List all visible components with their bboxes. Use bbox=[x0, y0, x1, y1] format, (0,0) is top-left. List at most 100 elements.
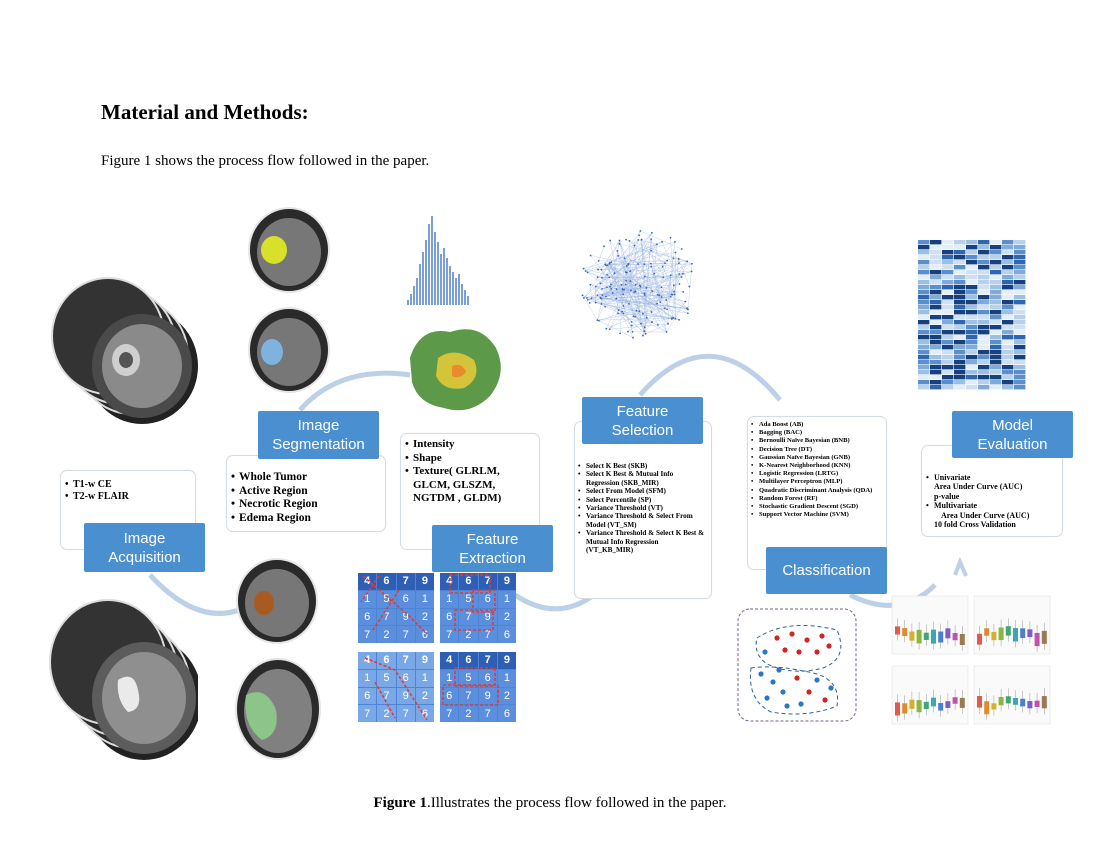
brain-whole-tumor bbox=[248, 207, 330, 293]
list-item: Shape bbox=[405, 452, 529, 466]
list-item: Select Percentile (SP) bbox=[578, 496, 706, 505]
list-item: Ada Boost (AB) bbox=[751, 421, 881, 429]
intensity-histogram-icon bbox=[407, 216, 469, 305]
list-item: Edema Region bbox=[231, 512, 385, 526]
list-item: Bernoulli Naïve Bayesian (BNB) bbox=[751, 437, 881, 445]
grid-cell: 7 bbox=[396, 705, 415, 722]
grid-cell: 6 bbox=[478, 590, 497, 608]
list-item: T2-w FLAIR bbox=[65, 491, 195, 503]
stage-classification: Classification bbox=[766, 547, 887, 594]
list-item: Active Region bbox=[231, 485, 385, 499]
tumor-shape-3d-icon bbox=[410, 329, 501, 411]
grid-cell: 7 bbox=[440, 705, 459, 722]
list-item: K-Nearest Neighborhood (KNN) bbox=[751, 462, 881, 470]
grid-cell: 7 bbox=[459, 687, 478, 705]
classification-scatter-icon bbox=[737, 608, 857, 722]
list-item: Gaussian Naïve Bayesian (GNB) bbox=[751, 454, 881, 462]
list-item: Stochastic Gradient Descent (SGD) bbox=[751, 503, 881, 511]
list-item: Variance Threshold & Select From Model (… bbox=[578, 512, 706, 529]
grid-cell: 6 bbox=[497, 705, 516, 722]
grid-cell: 6 bbox=[396, 669, 415, 687]
grid-cell: 1 bbox=[358, 669, 377, 687]
grid-cell: 6 bbox=[377, 652, 396, 669]
grid-cell: 9 bbox=[478, 687, 497, 705]
grid-cell: 9 bbox=[396, 608, 415, 626]
brain-necrotic-region bbox=[236, 558, 318, 644]
grid-cell: 4 bbox=[440, 573, 459, 590]
list-item: T1-w CE bbox=[65, 479, 195, 491]
list-item: Multilayer Perceptron (MLP) bbox=[751, 478, 881, 486]
caption-label: Figure 1 bbox=[373, 795, 427, 811]
grid-cell: 1 bbox=[358, 590, 377, 608]
grid-cell: 7 bbox=[377, 687, 396, 705]
stage-label: Image bbox=[123, 529, 166, 547]
list-item: Intensity bbox=[405, 438, 529, 452]
grid-cell: 7 bbox=[478, 705, 497, 722]
grid-cell: 9 bbox=[497, 573, 516, 590]
extraction-list: Intensity Shape Texture( GLRLM, GLCM, GL… bbox=[405, 438, 529, 506]
stage-label: Acquisition bbox=[108, 548, 181, 566]
list-item: Texture( GLRLM, GLCM, GLSZM, NGTDM , GLD… bbox=[405, 465, 529, 506]
grid-cell: 9 bbox=[497, 652, 516, 669]
intro-paragraph: Figure 1 shows the process flow followed… bbox=[101, 153, 430, 169]
stage-label: Classification bbox=[782, 562, 871, 579]
grid-cell: 9 bbox=[415, 652, 434, 669]
grid-cell: 2 bbox=[415, 608, 434, 626]
grid-cell: 7 bbox=[478, 573, 497, 590]
stage-label: Feature bbox=[616, 402, 669, 420]
grid-cell: 6 bbox=[396, 590, 415, 608]
segmentation-box: Whole Tumor Active Region Necrotic Regio… bbox=[226, 455, 386, 532]
grid-cell: 6 bbox=[459, 573, 478, 590]
grid-cell: 6 bbox=[478, 669, 497, 687]
mri-stack-t1 bbox=[51, 277, 198, 424]
grid-cell: 1 bbox=[497, 590, 516, 608]
evaluation-box: •Univariate Area Under Curve (AUC) p-val… bbox=[921, 445, 1063, 537]
grid-cell: 2 bbox=[459, 705, 478, 722]
segmentation-list: Whole Tumor Active Region Necrotic Regio… bbox=[231, 471, 385, 525]
grid-cell: 7 bbox=[396, 573, 415, 590]
stage-label: Evaluation bbox=[977, 435, 1048, 453]
list-item: Area Under Curve (AUC) bbox=[941, 510, 1030, 520]
list-item-text: Multivariate bbox=[934, 501, 978, 511]
list-item: Decision Tree (DT) bbox=[751, 446, 881, 454]
grid-cell: 6 bbox=[415, 626, 434, 643]
grid-cell: 6 bbox=[377, 573, 396, 590]
list-item: Select K Best (SKB) bbox=[578, 462, 706, 471]
grid-cell: 2 bbox=[377, 626, 396, 643]
grid-cell: 1 bbox=[415, 669, 434, 687]
grid-cell: 2 bbox=[497, 608, 516, 626]
brain-active-region bbox=[248, 307, 330, 393]
evaluation-list: •Univariate Area Under Curve (AUC) p-val… bbox=[926, 473, 1062, 529]
grid-cell: 6 bbox=[415, 705, 434, 722]
list-item-text: Univariate bbox=[934, 473, 971, 482]
brain-edema-region bbox=[235, 658, 321, 760]
list-item: Select K Best & Mutual Info Regression (… bbox=[578, 470, 706, 487]
grid-cell: 2 bbox=[497, 687, 516, 705]
grid-cell: 1 bbox=[440, 669, 459, 687]
figure-caption: Figure 1.Illustrates the process flow fo… bbox=[0, 795, 1100, 812]
stage-label: Model bbox=[992, 416, 1033, 434]
acquisition-list: T1-w CE T2-w FLAIR bbox=[65, 479, 195, 503]
grid-cell: 6 bbox=[440, 687, 459, 705]
list-item: Logistic Regression (LRTG) bbox=[751, 470, 881, 478]
stage-label: Image bbox=[297, 417, 340, 434]
grid-cell: 9 bbox=[396, 687, 415, 705]
grid-cell: 2 bbox=[415, 687, 434, 705]
grid-cell: 4 bbox=[358, 652, 377, 669]
texture-overlay-marks bbox=[360, 574, 499, 721]
grid-cell: 1 bbox=[415, 590, 434, 608]
grid-cell: 7 bbox=[358, 626, 377, 643]
list-item: Necrotic Region bbox=[231, 498, 385, 512]
grid-cell: 1 bbox=[497, 669, 516, 687]
grid-cell: 7 bbox=[358, 705, 377, 722]
list-item: Whole Tumor bbox=[231, 471, 385, 485]
list-item: Area Under Curve (AUC) bbox=[934, 482, 1023, 492]
stage-label: Selection bbox=[611, 421, 674, 439]
mri-stack-flair bbox=[49, 599, 198, 760]
arrow-sel-cls bbox=[638, 353, 782, 402]
